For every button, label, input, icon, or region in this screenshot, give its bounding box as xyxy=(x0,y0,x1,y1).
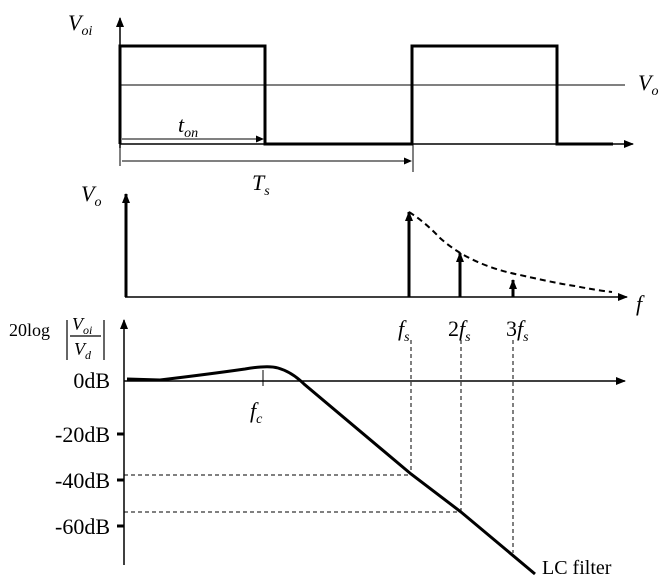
fc-label: fc xyxy=(250,398,263,427)
bode-panel: 20log Voi Vd 0dB -20dB -40dB -60dB fc LC… xyxy=(9,314,626,579)
lc-filter-curve xyxy=(126,365,536,576)
average-vo-label: Vo xyxy=(638,70,658,99)
harmonic-label-2fs: 2fs xyxy=(448,316,471,345)
harmonic-envelope xyxy=(408,211,613,293)
waveform-y-label: Voi xyxy=(68,10,92,39)
square-wave xyxy=(118,44,613,146)
db-label-minus-20: -20dB xyxy=(55,422,110,447)
waveform-panel: Voi Vo ton Ts xyxy=(68,10,658,199)
db-label-minus-40: -40dB xyxy=(55,468,110,493)
period-label: Ts xyxy=(252,170,270,199)
spectrum-y-label: Vo xyxy=(81,181,101,210)
lc-filter-label: LC filter xyxy=(542,557,612,579)
db-label-minus-60: -60dB xyxy=(55,514,110,539)
bode-y-label: 20log Voi Vd xyxy=(9,314,105,362)
db-label-0: 0dB xyxy=(73,368,110,393)
svg-text:Vd: Vd xyxy=(74,339,92,362)
spectrum-panel: Vo f fs 2fs 3fs xyxy=(81,181,645,345)
ton-label: ton xyxy=(178,112,198,141)
svg-text:Voi: Voi xyxy=(72,314,92,337)
harmonic-label-3fs: 3fs xyxy=(506,316,529,345)
harmonic-label-fs: fs xyxy=(398,316,410,345)
svg-text:20log: 20log xyxy=(9,320,50,340)
spectrum-x-label: f xyxy=(636,291,645,316)
